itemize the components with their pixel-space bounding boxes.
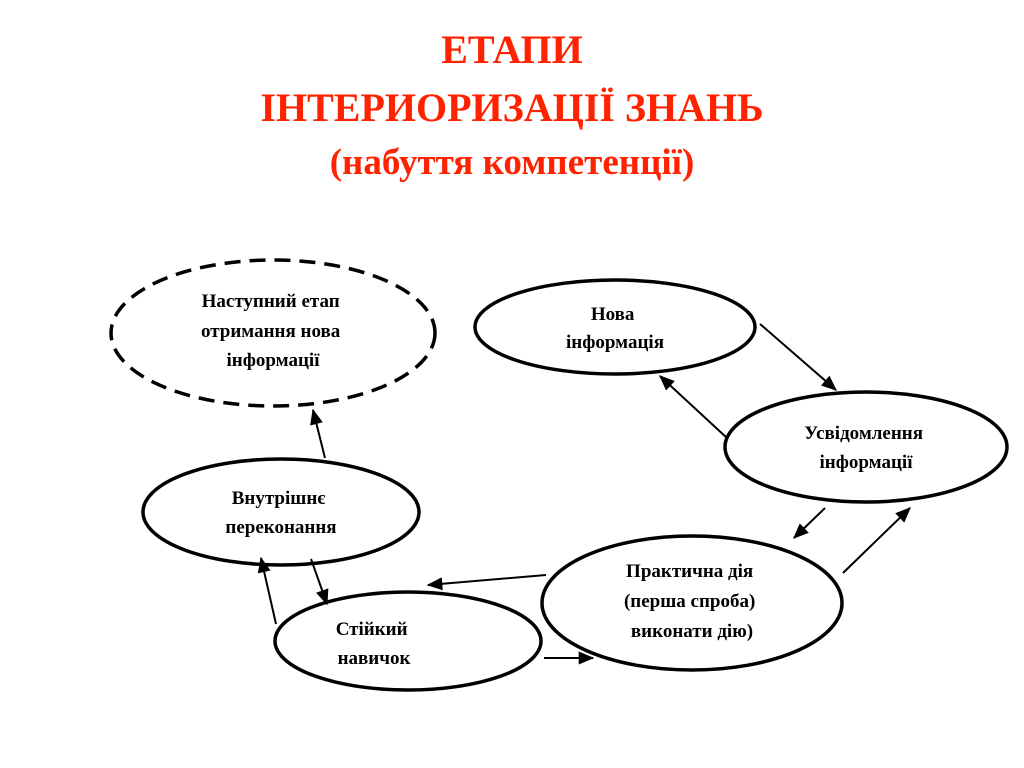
arrow-newinfo-to-awareness	[759, 323, 837, 391]
title-line-2: ІНТЕРИОРИЗАЦІЇ ЗНАНЬ	[260, 85, 764, 130]
new-info-label: Нова інформація	[566, 304, 664, 353]
practical-ellipse	[540, 534, 844, 672]
arrow-awareness-to-practical	[793, 507, 826, 539]
skill-label: Стійкий навичок	[336, 619, 413, 669]
arrow-practical-to-skill	[426, 574, 547, 591]
skill-line-2: навичок	[338, 648, 411, 669]
awareness-line-2: інформації	[820, 452, 914, 473]
arrow-awareness-to-newinfo	[659, 375, 728, 439]
belief-ellipse	[141, 457, 421, 567]
title-line-1: ЕТАПИ	[441, 27, 583, 72]
awareness-line-1: Усвідомлення	[804, 423, 923, 444]
awareness-ellipse	[723, 390, 1009, 504]
next-stage-line-1: Наступний етап	[202, 291, 340, 312]
arrow-belief-to-skill	[310, 558, 329, 606]
belief-line-1: Внутрішнє	[232, 488, 326, 509]
next-stage-line-3: інформації	[227, 350, 321, 371]
next-stage-label: Наступний етап отримання нова інформації	[201, 291, 345, 371]
arrow-belief-to-next	[310, 408, 326, 459]
new-info-ellipse	[473, 278, 757, 376]
practical-label: Практична дія (перша спроба) виконати ді…	[624, 561, 760, 642]
next-stage-ellipse	[109, 258, 437, 408]
practical-line-1: Практична дія	[626, 561, 753, 582]
skill-line-1: Стійкий	[336, 619, 408, 640]
new-info-line-2: інформація	[566, 332, 664, 353]
arrow-practical-to-awareness	[842, 507, 911, 574]
belief-label: Внутрішнє переконання	[225, 488, 336, 538]
awareness-label: Усвідомлення інформації	[804, 423, 928, 473]
title-line-3: (набуття компетенції)	[329, 142, 695, 183]
practical-line-3: виконати дію)	[631, 621, 753, 642]
practical-line-2: (перша спроба)	[624, 591, 755, 612]
belief-line-2: переконання	[225, 517, 336, 538]
new-info-line-1: Нова	[591, 304, 635, 325]
arrow-skill-to-belief	[257, 556, 277, 625]
skill-ellipse	[273, 590, 543, 692]
next-stage-line-2: отримання нова	[201, 321, 341, 342]
